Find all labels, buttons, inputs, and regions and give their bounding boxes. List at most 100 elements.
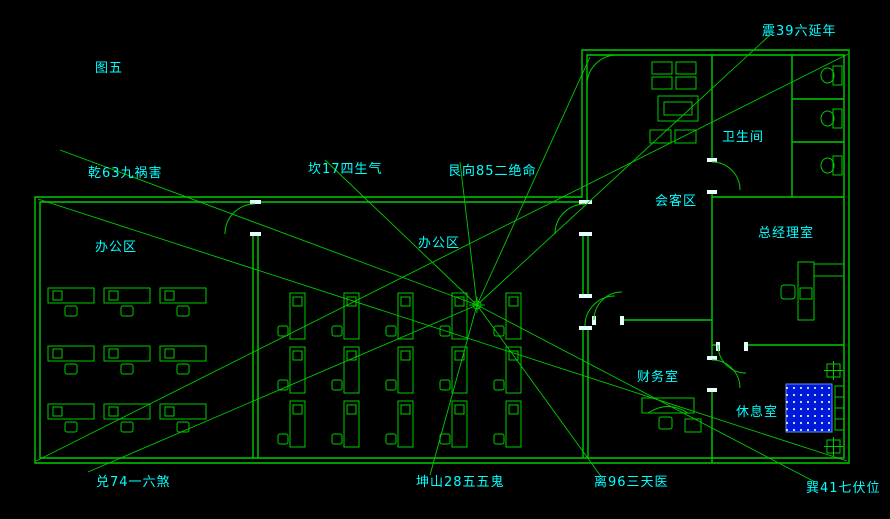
workstation [277, 346, 306, 394]
door-jamb [579, 326, 592, 330]
finance-chair [658, 416, 673, 430]
room-label-bathroom: 卫生间 [722, 130, 764, 145]
radiator-rungs [835, 396, 844, 431]
door-arc [584, 295, 616, 327]
door-arc [224, 203, 256, 235]
gm-desk [797, 261, 815, 321]
workstation [47, 287, 95, 317]
ray-li [476, 304, 601, 476]
figure-label: 图五 [95, 61, 123, 76]
workstation [385, 346, 414, 394]
sofa-seat [651, 61, 673, 75]
ray-qian [59, 149, 478, 306]
door-arc [586, 54, 618, 86]
door-jamb [707, 356, 717, 360]
meeting-table-inner [663, 101, 693, 116]
sofa-seat [675, 61, 697, 75]
finance-desk-curve [647, 406, 689, 414]
room-label-gm-office: 总经理室 [758, 225, 814, 241]
compass-label-xun: 巽41七伏位 [806, 481, 881, 496]
rest-room-furniture [785, 360, 845, 457]
workstation [331, 346, 360, 394]
compass-label-li: 离96三天医 [594, 474, 669, 490]
room-label-office-center: 办公区 [418, 236, 460, 251]
survey-cross-icon [823, 360, 844, 381]
meeting-room-furniture [649, 61, 699, 144]
meeting-table [657, 95, 699, 122]
door-jamb [579, 200, 592, 204]
ray-kan [324, 159, 478, 306]
door-swings [224, 54, 747, 389]
compass-label-kan: 坎17四生气 [308, 161, 383, 177]
workstation [103, 345, 151, 375]
workstation [159, 403, 207, 433]
door-jamb [579, 232, 592, 236]
ray-north-corner [476, 56, 591, 306]
room-label-meeting: 会客区 [655, 193, 697, 209]
wall-office-center-divider [582, 234, 589, 458]
compass-label-gen: 艮向85二绝命 [448, 163, 537, 179]
room-label-rest: 休息室 [736, 404, 778, 420]
wall-bathroom-stalls [791, 55, 844, 197]
gm-chair [780, 284, 796, 300]
ray-kun [429, 304, 478, 476]
toilet-icon [820, 155, 843, 176]
door-jamb [620, 316, 624, 325]
walls [34, 49, 850, 464]
door-jamb [592, 316, 596, 325]
door-jamb [250, 232, 261, 236]
sofa-seat [674, 129, 697, 144]
workstation [159, 287, 207, 317]
diagonal-nw-se [37, 198, 848, 462]
finance-furniture [641, 397, 702, 433]
finance-cabinet [684, 418, 702, 433]
fengshui-rays [35, 34, 849, 483]
sofa-seat [649, 129, 672, 144]
door-arc [711, 161, 741, 191]
compass-label-dui: 兑74一六煞 [96, 475, 171, 490]
workstation [439, 346, 468, 394]
workstation [47, 403, 95, 433]
door-jamb [744, 342, 748, 351]
office-left-desks [47, 287, 207, 433]
compass-label-kun: 坤山28五五鬼 [416, 474, 505, 490]
bathroom-fixtures [820, 65, 843, 176]
bed-dot-pattern [786, 384, 832, 432]
door-jamb [579, 294, 592, 298]
room-label-finance: 财务室 [637, 369, 679, 385]
ray-xun [476, 304, 816, 483]
door-jamb [707, 388, 717, 392]
workstation [331, 292, 360, 340]
compass-label-zhen: 震39六延年 [762, 24, 837, 39]
door-arc [554, 203, 586, 235]
ray-zhen [476, 34, 771, 306]
diagonal-sw-ne [35, 53, 849, 462]
toilet-icon [820, 65, 843, 86]
door-jamb [250, 200, 261, 204]
finance-desk [641, 397, 695, 414]
workstation [103, 287, 151, 317]
sofa-seat [675, 76, 697, 90]
workstation [47, 345, 95, 375]
toilet-icon [820, 108, 843, 129]
door-arc [717, 344, 747, 374]
gm-office-furniture [780, 261, 845, 321]
door-arc [711, 359, 741, 389]
door-arc [593, 291, 623, 321]
workstation [331, 400, 360, 448]
workstation [159, 345, 207, 375]
workstation [385, 400, 414, 448]
workstation [493, 400, 522, 448]
workstation [277, 400, 306, 448]
ray-dui [87, 304, 478, 473]
room-label-office-left: 办公区 [95, 240, 137, 255]
survey-cross-icon [823, 436, 844, 457]
sofa-seat [651, 76, 673, 90]
workstation [277, 292, 306, 340]
ray-gen [459, 161, 478, 306]
wall-office-left-divider [252, 234, 259, 458]
compass-label-qian: 乾63九祸害 [88, 165, 163, 181]
outer-wall [34, 49, 850, 464]
